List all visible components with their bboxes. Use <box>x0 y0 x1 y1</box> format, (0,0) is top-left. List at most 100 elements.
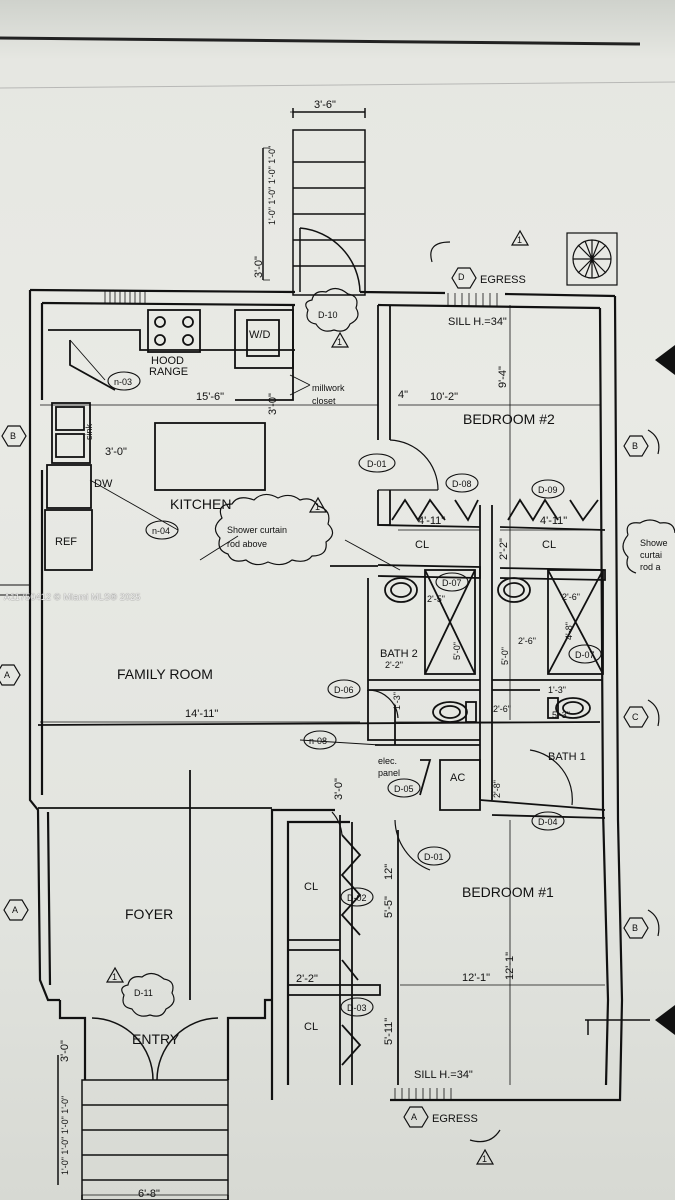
sill-height-bottom: SILL H.=34" <box>414 1069 473 1081</box>
bedroom-2-depth-dim: 9'-4" <box>497 366 509 388</box>
bath-1-label: BATH 1 <box>548 751 586 763</box>
door-tag-d01: D-01 <box>367 459 387 469</box>
elevation-tag-a: A <box>12 905 18 915</box>
hood-label: HOOD <box>151 355 184 367</box>
egress-tag-a: A <box>411 1112 417 1122</box>
closet-label: CL <box>415 539 429 551</box>
bath-2-side-dim: 1'-3" <box>392 692 402 710</box>
hall-dim-b: 2'-8" <box>492 780 502 798</box>
door-tag-d08: D-08 <box>452 479 472 489</box>
bedroom-1-width-dim: 12'-1" <box>462 972 490 984</box>
revision-tag: 1 <box>337 337 342 347</box>
bath-2-label: BATH 2 <box>380 648 418 660</box>
watermark: A11750412 © Miami MLS® 2025 <box>4 592 141 602</box>
door-tag-d07-bath1: D-07 <box>575 650 595 660</box>
bath-2-dim-a: 2'-5" <box>427 594 445 604</box>
door-tag-d07-bath2: D-07 <box>442 578 462 588</box>
ac-label: AC <box>450 772 465 784</box>
stair-side-dim: 3'-0" <box>253 256 265 278</box>
elevation-tag-a: A <box>4 670 10 680</box>
family-room-width-dim: 14'-11" <box>185 708 218 720</box>
stair-riser-dims: 1'-0" 1'-0" 1'-0" 1'-0" <box>267 146 277 225</box>
entry-side-dim: 3'-0" <box>59 1040 71 1062</box>
door-tag-d06: D-06 <box>334 685 354 695</box>
stair-width-dim: 3'-6" <box>314 99 336 111</box>
elevation-tag-c: C <box>632 712 639 722</box>
bath-1-width-dim: 5'-3" <box>552 710 570 720</box>
millwork-label: millwork <box>312 383 345 393</box>
egress-tag-d: D <box>458 272 465 282</box>
sill-height-top: SILL H.=34" <box>448 316 507 328</box>
door-tag-d02: D-02 <box>347 893 367 903</box>
bedroom-2-width-dim: 10'-2" <box>430 391 458 403</box>
revision-tag: 1 <box>112 972 117 982</box>
bath-1-dim-d: 4'-8" <box>564 622 574 640</box>
closet-left-width-dim: 4'-11" <box>418 515 445 527</box>
note-tag-n03: n-03 <box>114 377 132 387</box>
family-room-label: FAMILY ROOM <box>117 666 213 682</box>
exhaust-fan-icon <box>566 232 618 286</box>
closet-low-dim: 5'-11" <box>383 1018 395 1045</box>
entry-label: ENTRY <box>132 1031 180 1047</box>
door-tag-d11: D-11 <box>134 988 153 998</box>
bath-1-dim-a: 2'-6" <box>562 592 580 602</box>
door-tag-d01-b: D-01 <box>424 852 444 862</box>
door-tag-d10: D-10 <box>318 310 338 320</box>
wall-thickness-dim: 4" <box>398 389 408 401</box>
door-tag-d04: D-04 <box>538 817 558 827</box>
bath-1-dim-b: 2'-6" <box>518 636 536 646</box>
bath-2-dim-b: 2'-2" <box>385 660 403 670</box>
bedroom-1-depth-dim: 12'-1" <box>504 952 516 980</box>
bath-2-dim-c: 5'-0" <box>452 642 462 660</box>
sink-dim: 3'-0" <box>105 446 127 458</box>
bath-1-dim-c: 5'-0" <box>500 647 510 665</box>
foyer-label: FOYER <box>125 906 173 922</box>
closet-gap-bottom-dim: 2'-2" <box>296 973 318 985</box>
note-tag-n04: n-04 <box>152 526 170 536</box>
closet-label: CL <box>304 1021 318 1033</box>
revision-tag: 1 <box>482 1154 487 1164</box>
entry-stair-riser-dims: 1'-0" 1'-0" 1'-0" 1'-0" <box>60 1096 70 1175</box>
elevation-tag-b: B <box>10 431 16 441</box>
entry-stair-width-dim: 6'-8" <box>138 1188 160 1200</box>
hall-dim-a: 2'-6" <box>493 704 511 714</box>
door-tag-d09: D-09 <box>538 485 558 495</box>
shower-note-line2: rod above <box>227 539 267 549</box>
door-width-dim: 12" <box>383 864 395 880</box>
shower-note-right-2: curtai <box>640 550 662 560</box>
closet-right-width-dim: 4'-11" <box>540 515 567 527</box>
shower-note-right-3: rod a <box>640 562 661 572</box>
door-tag-d03: D-03 <box>347 1003 367 1013</box>
closet-note-label: closet <box>312 396 336 406</box>
egress-bottom-label: EGRESS <box>432 1113 478 1125</box>
closet-label: CL <box>304 881 318 893</box>
shower-note-right-1: Showe <box>640 538 668 548</box>
bedroom-1-label: BEDROOM #1 <box>462 884 554 900</box>
elec-panel-dim: 3'-0" <box>333 778 345 800</box>
shower-note-line1: Shower curtain <box>227 525 287 535</box>
bedroom-2-label: BEDROOM #2 <box>463 411 555 427</box>
door-tag-d05: D-05 <box>394 784 414 794</box>
closet-label: CL <box>542 539 556 551</box>
revision-tag: 1 <box>517 235 522 245</box>
closet-gap-dim: 2'-2" <box>498 538 510 560</box>
kitchen-length-dim: 15'-6" <box>196 391 224 403</box>
closet-mid-dim: 5'-5" <box>383 896 395 918</box>
range-label: RANGE <box>149 366 188 378</box>
kitchen-label: KITCHEN <box>170 496 231 512</box>
elevation-tag-b: B <box>632 923 638 933</box>
elec-label: elec. <box>378 756 397 766</box>
egress-top-label: EGRESS <box>480 274 526 286</box>
closet-depth-dim: 3'-0" <box>267 393 279 415</box>
washer-dryer-label: W/D <box>249 329 270 341</box>
sink-label: sink <box>84 423 94 440</box>
bath-1-side-dim: 1'-3" <box>548 685 566 695</box>
elevation-tag-b: B <box>632 441 638 451</box>
note-tag-n08: n-08 <box>309 736 327 746</box>
revision-tag: 1 <box>315 502 320 512</box>
panel-label: panel <box>378 768 400 778</box>
refrigerator-label: REF <box>55 536 77 548</box>
dishwasher-label: DW <box>94 478 113 490</box>
